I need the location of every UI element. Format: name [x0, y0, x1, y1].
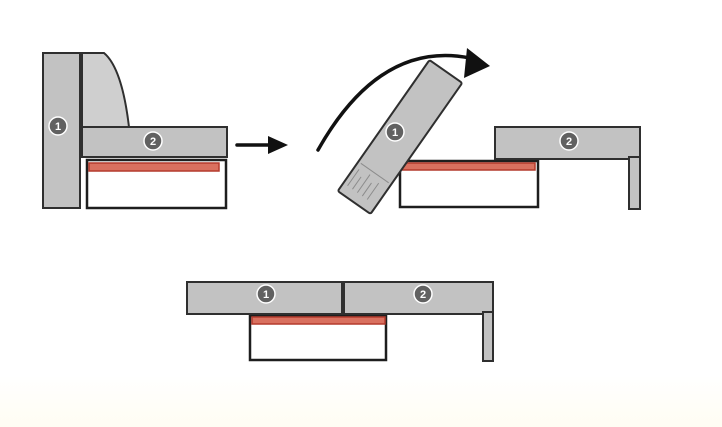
mattress-strip [401, 162, 536, 171]
step-folded: 1 2 [42, 52, 228, 210]
step-unfolded: 1 2 [186, 281, 494, 362]
part-badge-1: 1 [385, 122, 405, 142]
part-badge-1: 1 [256, 284, 276, 304]
mattress-strip [88, 162, 220, 172]
part-badge-2: 2 [143, 131, 163, 151]
part-badge-2: 2 [559, 131, 579, 151]
next-step-arrow [235, 136, 288, 154]
part-badge-1: 1 [48, 116, 68, 136]
svg-text:1: 1 [392, 127, 398, 139]
svg-text:2: 2 [566, 136, 572, 148]
seat-side-leg [628, 156, 641, 210]
rotation-arrow [316, 48, 490, 152]
svg-text:2: 2 [150, 136, 156, 148]
step-tilting: 1 2 [316, 48, 641, 215]
backrest-pillow [81, 52, 131, 128]
mattress-strip [251, 316, 386, 325]
svg-text:1: 1 [55, 121, 61, 133]
svg-text:2: 2 [420, 289, 426, 301]
part-badge-2: 2 [413, 284, 433, 304]
seat-side-leg [482, 311, 494, 362]
svg-text:1: 1 [263, 289, 269, 301]
